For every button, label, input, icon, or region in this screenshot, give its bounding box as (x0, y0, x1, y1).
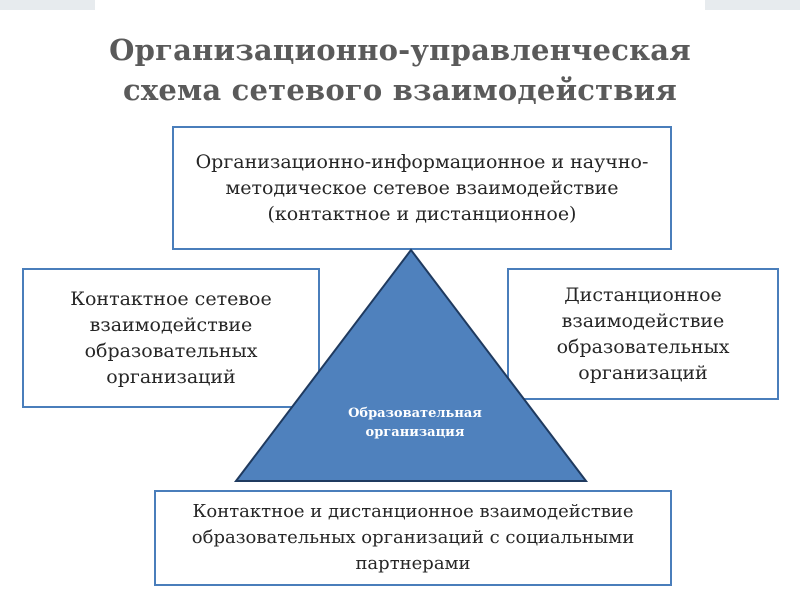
contact-interaction-box: Контактное сетевое взаимодействие образо… (22, 268, 320, 408)
organizational-methodical-text: Организационно-информационное и научно-м… (195, 151, 649, 225)
slide-title-line-2: схема сетевого взаимодействия (123, 73, 677, 107)
distance-interaction-box: Дистанционное взаимодействие образовател… (507, 268, 779, 400)
social-partners-text: Контактное и дистанционное взаимодействи… (191, 501, 635, 574)
corner-decoration-right (705, 0, 800, 10)
slide-title: Организационно-управленческая схема сете… (0, 30, 800, 110)
contact-interaction-text: Контактное сетевое взаимодействие образо… (70, 288, 272, 388)
social-partners-box: Контактное и дистанционное взаимодействи… (154, 490, 672, 586)
organizational-methodical-box: Организационно-информационное и научно-м… (172, 126, 672, 250)
triangle-label-line-2: организация (365, 425, 465, 440)
triangle-label-line-1: Образовательная (348, 406, 482, 421)
triangle-label: Образовательная организация (300, 404, 530, 442)
corner-decoration-left (0, 0, 95, 10)
slide-title-line-1: Организационно-управленческая (109, 33, 691, 67)
distance-interaction-text: Дистанционное взаимодействие образовател… (556, 284, 730, 384)
